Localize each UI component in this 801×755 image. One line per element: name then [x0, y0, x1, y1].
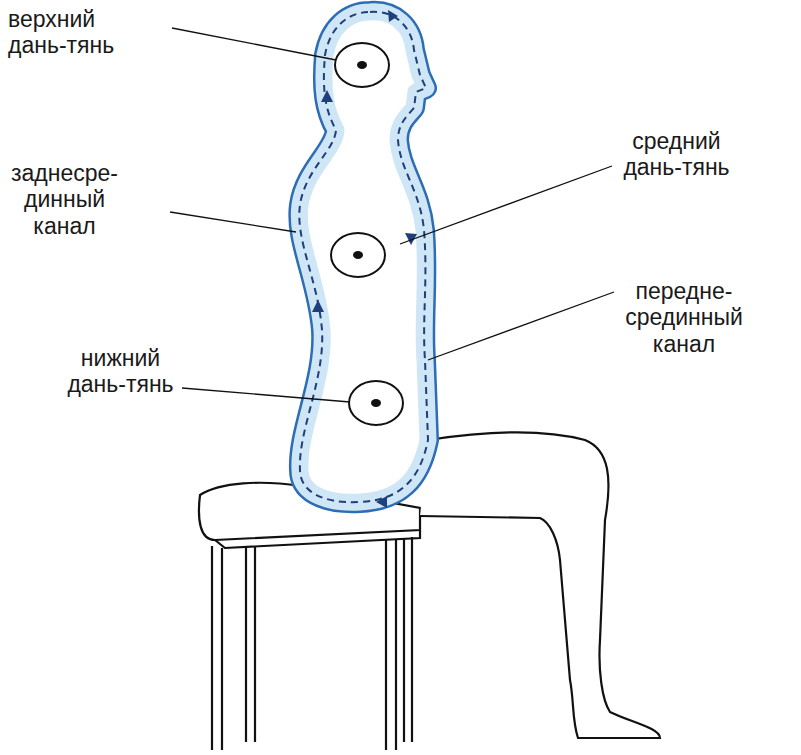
label-text: заднесре- динный канал — [10, 160, 119, 239]
label-text: средний дань-тянь — [622, 128, 731, 181]
leader-lines — [170, 28, 614, 402]
body-channel — [299, 10, 428, 508]
label-text: верхний дань-тянь — [8, 6, 117, 59]
leg-outline — [420, 432, 660, 738]
stool — [199, 483, 420, 750]
label-text: передне- срединный канал — [624, 278, 744, 357]
label-text: нижний дань-тянь — [66, 345, 175, 398]
dantian-circles — [331, 43, 403, 425]
